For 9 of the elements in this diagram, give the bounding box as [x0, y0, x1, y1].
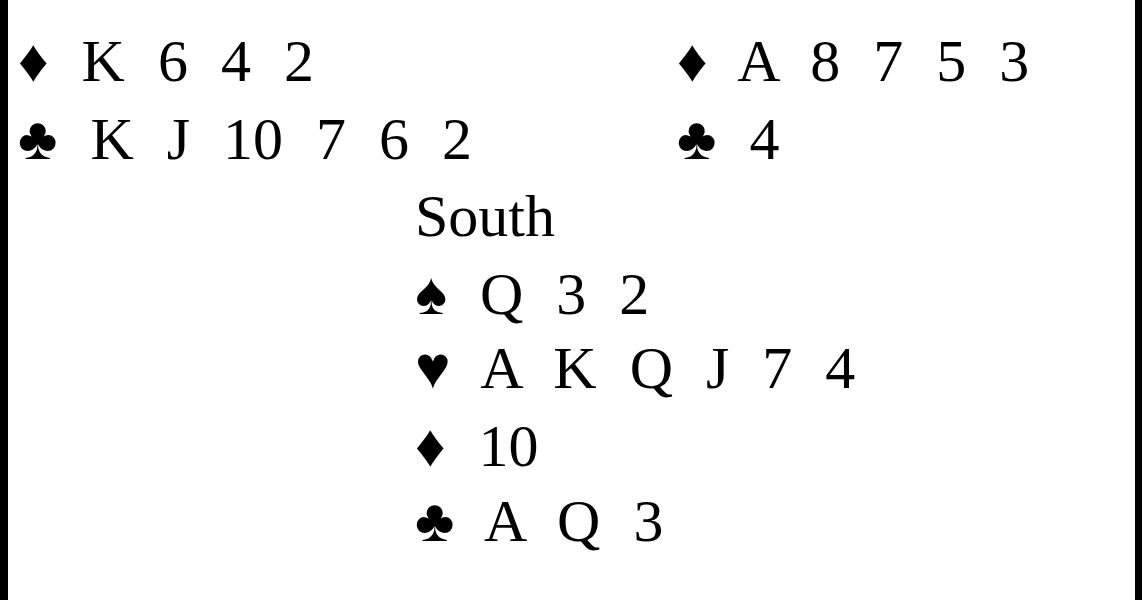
card-holding-text: ♦ 10 [415, 412, 539, 481]
card-holding-text: ♦ A 8 7 5 3 [677, 27, 1030, 96]
player-name: South [415, 182, 556, 251]
card-holding-text: ♣ 4 [677, 105, 780, 174]
card-holding-text: ♥ A K Q J 7 4 [415, 334, 856, 403]
card-holding-text: ♣ K J 10 7 6 2 [18, 105, 473, 174]
card-holding-text: ♣ A Q 3 [415, 487, 664, 556]
card-holding-text: ♠ Q 3 2 [415, 260, 650, 329]
card-holding-text: ♦ K 6 4 2 [18, 27, 314, 96]
